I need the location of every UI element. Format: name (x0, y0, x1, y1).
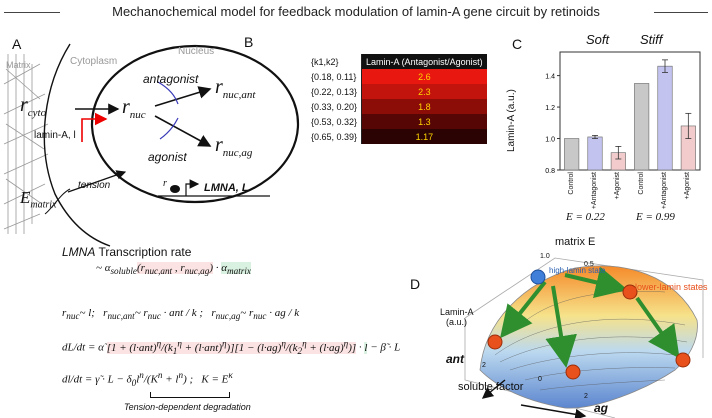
nucleus-label: Nucleus (178, 46, 215, 57)
plot-frame (559, 51, 701, 171)
table-row: {0.53, 0.32}1.3 (307, 114, 487, 129)
soluble-factor-label: soluble factor (458, 381, 524, 393)
tick-2-ant: 2 (482, 362, 486, 369)
table-row: {0.18, 0.11}2.6 (307, 69, 487, 84)
table-row: {0.65, 0.39}1.17 (307, 129, 487, 144)
lmna-gene-label: LMNA, L (204, 182, 249, 194)
x-category-label: +Antagonist (591, 172, 598, 210)
y-tick-label: 0.8 (545, 168, 555, 175)
panel-a-label: A (12, 36, 22, 52)
r-cyto-label: rcyto (20, 94, 47, 119)
e-soft-label: E = 0.22 (566, 211, 605, 223)
panel-c-bar-chart: 0.8 1.0 1.2 1.4 (545, 51, 701, 175)
nucleus-outline (90, 44, 300, 204)
e-matrix-label: Ematrix (20, 188, 57, 211)
x-category-label: Control (567, 172, 575, 195)
degradation-note: Tension-dependent degradation (124, 402, 251, 412)
degradation-brace (150, 392, 230, 398)
tick-0: 0 (538, 376, 542, 383)
bar (564, 138, 580, 171)
r-nuc-label: rnuc (122, 96, 146, 121)
equation-alpha: ~ αsoluble(rnuc,ant , rnuc,ag) · αmatrix (96, 262, 251, 277)
e-stiff-label: E = 0.99 (636, 211, 675, 223)
title-rule-right (654, 12, 708, 13)
bar (634, 83, 650, 171)
matrix-fibers (3, 54, 49, 234)
table-row: {0.22, 0.13}2.3 (307, 84, 487, 99)
cell-membrane (43, 43, 111, 247)
table-header-v: Lamin-A (Antagonist/Agonist) (361, 54, 487, 69)
cytoplasm-label: Cytoplasm (70, 56, 118, 67)
bar (587, 136, 603, 171)
r-nuc-ant-label: rnuc,ant (215, 76, 256, 101)
transcription-heading: LMNA Transcription rate (62, 245, 192, 259)
panel-d-landscape (464, 257, 704, 418)
tick-2-ag: 2 (584, 393, 588, 400)
panel-c-label: C (512, 36, 523, 52)
panel-d-label: D (410, 276, 421, 292)
agonist-label: agonist (148, 150, 187, 164)
antagonist-label: antagonist (143, 72, 199, 86)
equation-dldt: dL/dt = α̃ [1 + (l·ant)η/(k1η + (l·ant)η… (62, 338, 401, 356)
equation-rnuc: rnuc~ l; rnuc,ant~ rnuc · ant / k ; rnuc… (62, 307, 300, 322)
ant-axis-label: ant (446, 352, 464, 366)
gene-r-label: r (163, 178, 167, 189)
k-table: {k1,k2} Lamin-A (Antagonist/Agonist) {0.… (307, 54, 487, 144)
y-tick-label: 1.2 (545, 105, 555, 112)
landscape-ylabel-2: (a.u.) (446, 317, 468, 327)
high-lamin-label: high-lamin state (549, 266, 606, 275)
bar (657, 65, 673, 171)
figure-title: Mechanochemical model for feedback modul… (112, 4, 600, 19)
lamin-label: lamin-A, l (34, 130, 76, 141)
y-tick-label: 1.0 (545, 137, 555, 144)
group-stiff-label: Stiff (640, 32, 663, 47)
panel-b-label: B (244, 34, 254, 50)
table-header-k: {k1,k2} (307, 54, 363, 69)
lower-lamin-label: lower-lamin states (635, 282, 708, 292)
landscape-ylabel-1: Lamin-A (440, 307, 474, 317)
ag-axis-label: ag (594, 401, 609, 415)
tension-label: tension (78, 180, 111, 191)
x-category-label: +Agonist (614, 172, 622, 200)
matrix-label: Matrix (6, 60, 31, 70)
x-category-label: Control (637, 172, 645, 195)
x-category-label: +Agonist (684, 172, 692, 200)
chart-c-ylabel: Lamin-A (a.u.) (506, 89, 517, 152)
matrix-e-label: matrix E (555, 236, 596, 248)
x-category-label: +Antagonist (661, 172, 668, 210)
y-tick-label: 1.4 (545, 74, 555, 81)
panel-a-diagram (3, 43, 300, 247)
table-row: {0.33, 0.20}1.8 (307, 99, 487, 114)
r-nuc-ag-label: rnuc,ag (215, 134, 253, 159)
tick-1-0: 1.0 (540, 253, 550, 260)
tick-0-5: 0.5 (584, 261, 594, 268)
equation-dldt-l: dl/dt = γ̃ · L − δ0ln/(Kn + ln) ; K = Eκ (62, 370, 233, 388)
title-rule-left (4, 12, 60, 13)
group-soft-label: Soft (586, 32, 610, 47)
